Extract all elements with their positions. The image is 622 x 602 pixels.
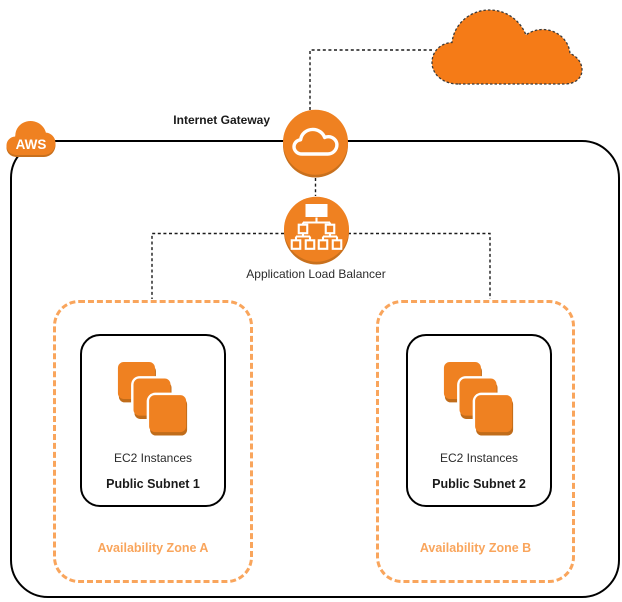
public-subnet-2-label: Public Subnet 2: [432, 477, 526, 491]
load-balancer-label: Application Load Balancer: [246, 267, 386, 281]
ec2-square-3: [146, 392, 189, 438]
ec2-instances-icon: [115, 360, 189, 438]
ec2-instances-icon: [441, 360, 515, 438]
availability-zone-a-label: Availability Zone A: [97, 541, 209, 555]
aws-logo-label: AWS: [16, 137, 47, 152]
aws-logo-cloud: AWS: [6, 121, 56, 157]
availability-zone-b: [376, 300, 575, 583]
internet-gateway-icon: [283, 109, 348, 178]
internet-cloud-icon: [431, 9, 583, 85]
ec2-instances-label: EC2 Instances: [439, 451, 519, 465]
network-tree-glyph: [290, 204, 343, 250]
public-subnet-1-label: Public Subnet 1: [106, 477, 200, 491]
availability-zone-b-label: Availability Zone B: [419, 541, 532, 555]
connector-cloud-to-igw: [309, 49, 432, 110]
load-balancer-icon: [284, 196, 349, 265]
cloud-glyph: [292, 127, 339, 156]
ec2-square-3: [472, 392, 515, 438]
ec2-instances-label: EC2 Instances: [113, 451, 193, 465]
availability-zone-a: [53, 300, 253, 583]
internet-gateway-label: Internet Gateway: [173, 113, 270, 127]
